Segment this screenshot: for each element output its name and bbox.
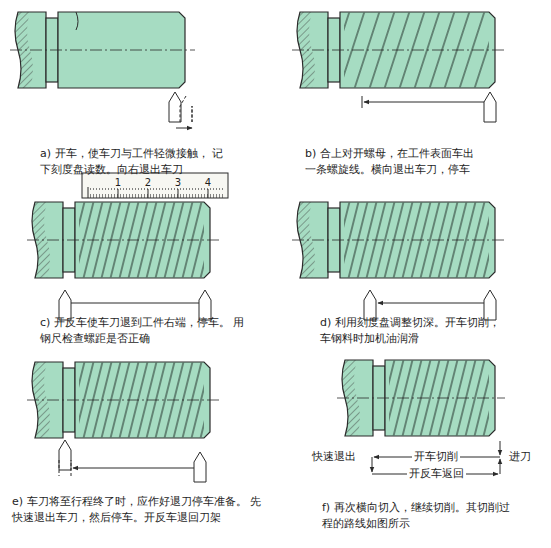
ruler-number: 4 <box>205 175 211 191</box>
workpiece <box>10 12 195 88</box>
workpiece <box>27 202 220 278</box>
ruler-number: 1 <box>115 175 121 191</box>
steel-ruler <box>88 187 89 198</box>
lathe-tool <box>484 92 496 122</box>
step-caption: a) 开车，使车刀与工件轻微接触， 记下刻度盘读数。向右退出车刀 <box>40 146 230 178</box>
lathe-tool <box>180 96 192 122</box>
step-caption: f) 再次横向切入，继续切削。其切削过 程的路线如图所示 <box>322 500 522 532</box>
workpiece <box>292 50 505 51</box>
ruler-number: 3 <box>175 175 181 191</box>
lathe-tool <box>59 290 71 320</box>
path-label: 快速退出 <box>310 449 358 465</box>
workpiece <box>292 240 505 241</box>
steel-ruler <box>82 173 228 198</box>
cutting-path <box>500 459 501 474</box>
ruler-number: 2 <box>145 175 151 191</box>
steel-ruler <box>148 189 149 198</box>
workpiece <box>27 362 220 438</box>
steel-ruler <box>82 173 228 198</box>
cutting-path <box>500 441 501 455</box>
lathe-tool <box>59 440 206 482</box>
step-caption: d) 利用刻度盘调整切深。开车切削， 车钢料时加机油润滑 <box>320 315 510 347</box>
lathe-tool <box>364 102 484 103</box>
workpiece <box>27 400 220 401</box>
workpiece <box>10 50 195 51</box>
workpiece <box>292 202 505 278</box>
lathe-tool <box>169 92 192 128</box>
lathe-tool <box>169 92 181 122</box>
workpiece <box>337 398 505 399</box>
lathe-tool <box>378 303 484 304</box>
lathe-tool <box>364 290 496 320</box>
lathe-tool <box>362 92 496 122</box>
cutting-path <box>372 457 373 472</box>
path-label: 进刀 <box>507 449 533 465</box>
lathe-tool <box>194 452 206 482</box>
lathe-tool <box>364 290 376 320</box>
lathe-tool <box>199 290 211 320</box>
workpiece <box>292 12 505 88</box>
lathe-tool <box>59 440 71 470</box>
path-label: 开反车返回 <box>407 466 466 482</box>
steel-ruler <box>118 189 119 198</box>
steel-ruler <box>88 188 223 198</box>
step-caption: e) 车刀将至行程终了时，应作好退刀停车准备。 先快速退出车刀，然后停车。开反车… <box>12 494 268 526</box>
steel-ruler <box>178 189 179 198</box>
lathe-tool <box>59 460 71 476</box>
lathe-tool <box>176 128 192 129</box>
step-caption: c) 开反车使车刀退到工件右端，停车。 用钢尺检查螺距是否正确 <box>40 315 252 347</box>
lathe-tool <box>362 96 363 108</box>
workpiece <box>27 240 220 241</box>
lathe-tool <box>484 290 496 320</box>
workpiece <box>76 12 78 30</box>
lathe-tool <box>73 468 194 469</box>
path-label: 开车切削 <box>412 449 460 465</box>
steel-ruler <box>208 189 209 198</box>
lathe-tool <box>59 290 211 320</box>
step-caption: b) 合上对开螺母，在工件表面车出 一条螺旋线。横向退出车刀，停车 <box>305 146 485 178</box>
lathe-tool <box>71 303 199 304</box>
workpiece <box>337 360 505 436</box>
